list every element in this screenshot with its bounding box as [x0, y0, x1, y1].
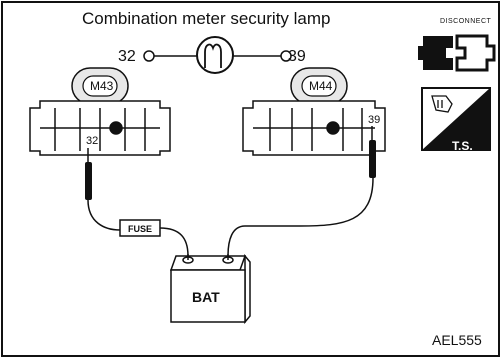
probe-right — [227, 126, 376, 257]
disconnect-icon — [418, 34, 496, 72]
reference-code: AEL555 — [432, 332, 482, 348]
outer-frame — [1, 1, 500, 357]
security-lamp-symbol — [143, 36, 292, 74]
battery — [169, 253, 251, 325]
ts-icon — [421, 87, 491, 151]
connector-m44-pin-label: 39 — [368, 114, 381, 126]
battery-label: BAT — [192, 289, 220, 305]
lamp-pin-left-label: 32 — [118, 48, 136, 65]
connector-m44-label: M44 — [309, 79, 333, 93]
connector-m43-label: M43 — [90, 79, 114, 93]
connector-m43-pin-label: 32 — [86, 135, 99, 147]
ts-icon-label: T.S. — [452, 139, 473, 153]
connector-m43 — [29, 100, 171, 156]
diagram-title: Combination meter security lamp — [82, 9, 331, 28]
connector-m43-badge — [71, 67, 129, 105]
connector-m44 — [242, 100, 386, 156]
lamp-pin-right-label: 39 — [288, 48, 306, 65]
disconnect-icon-label: DISCONNECT — [440, 18, 492, 25]
probe-left — [85, 148, 121, 231]
fuse-label: FUSE — [128, 224, 153, 234]
fuse — [119, 219, 189, 257]
